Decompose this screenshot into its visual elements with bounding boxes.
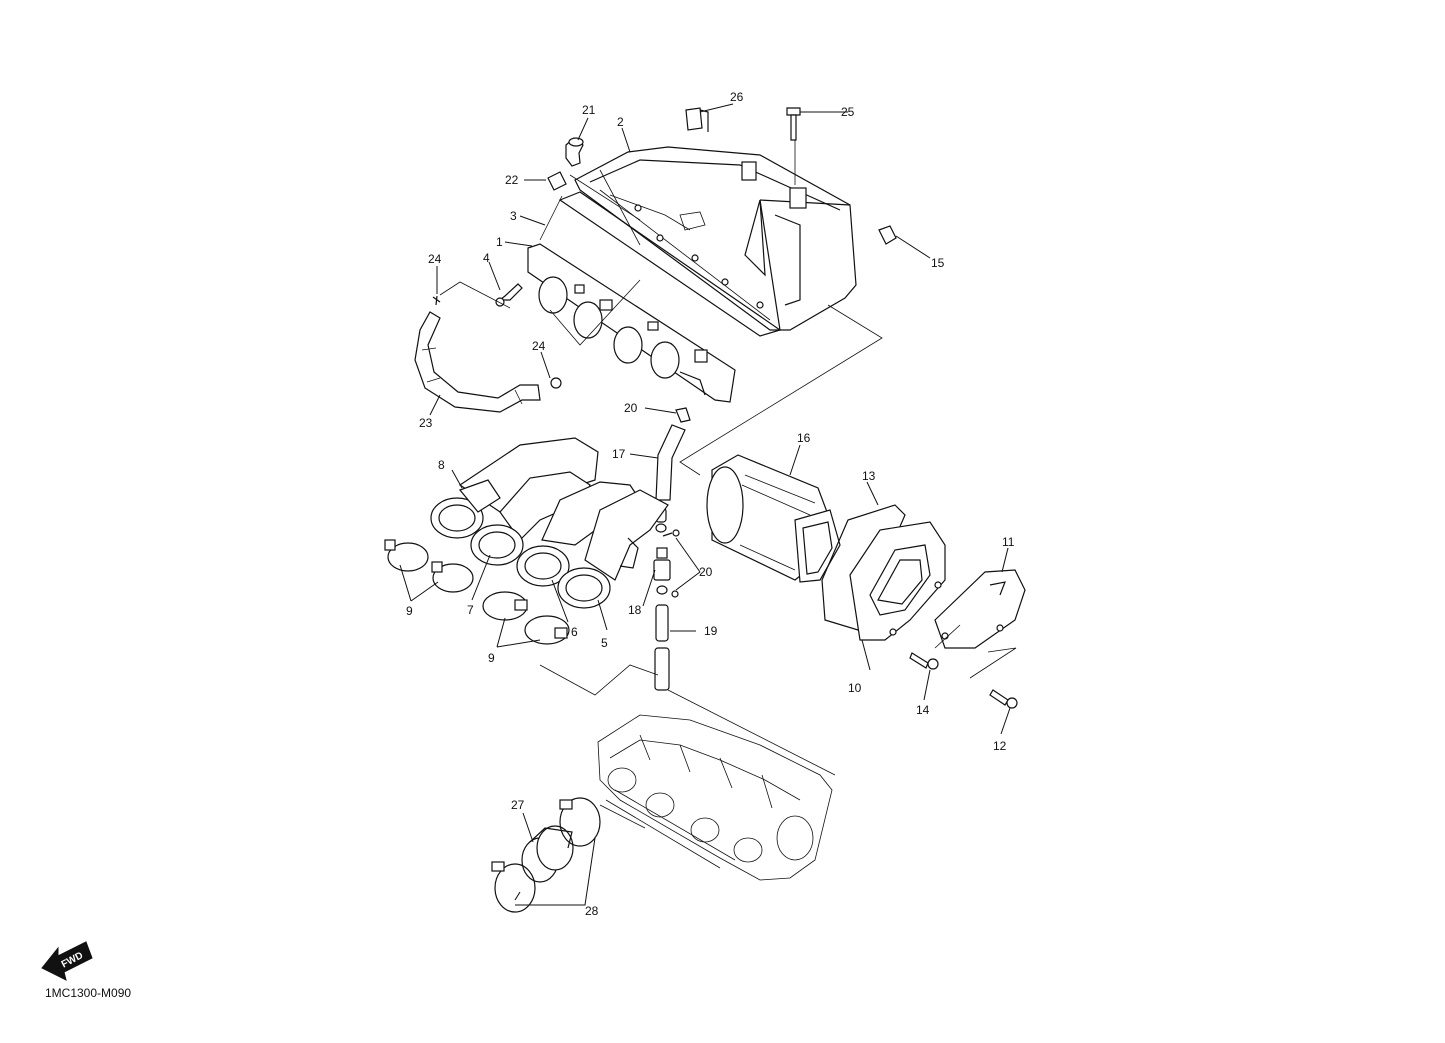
callout-3: 3 [510, 209, 517, 223]
callout-labels: 1 2 3 4 5 6 7 8 9 9 10 11 12 13 14 15 16… [406, 90, 1015, 918]
callout-13: 13 [862, 469, 876, 483]
callout-6: 6 [571, 625, 578, 639]
callout-27: 27 [511, 798, 525, 812]
hose-clamp-9-upper[interactable] [384, 539, 474, 593]
callout-1: 1 [496, 235, 503, 249]
clip-24-upper[interactable] [432, 295, 441, 306]
screw-12[interactable] [989, 689, 1018, 709]
callout-14: 14 [916, 703, 930, 717]
air-filter-cover-10[interactable] [849, 521, 946, 641]
callout-2: 2 [617, 115, 624, 129]
callout-10: 10 [848, 681, 862, 695]
air-funnel-5[interactable] [557, 489, 669, 609]
air-filter-element-16[interactable] [706, 454, 841, 583]
callout-7: 7 [467, 603, 474, 617]
callout-15: 15 [931, 256, 945, 270]
forward-arrow-icon: FWD [41, 941, 93, 981]
screw-20-upper[interactable] [675, 407, 691, 423]
callout-21: 21 [582, 103, 596, 117]
callout-16: 16 [797, 431, 811, 445]
air-box-case[interactable] [574, 146, 857, 331]
hose-clamp-28[interactable] [491, 797, 601, 913]
clip-24-lower[interactable] [550, 377, 562, 389]
callout-5: 5 [601, 636, 608, 650]
assembly-lines [439, 140, 1017, 829]
callout-20-upper: 20 [624, 401, 638, 415]
diagram-code: 1MC1300-M090 [45, 986, 131, 1000]
air-funnel-7[interactable] [470, 471, 591, 566]
clip-20-lower[interactable] [662, 529, 680, 598]
callout-9-lower: 9 [488, 651, 495, 665]
gasket[interactable] [558, 191, 782, 337]
callout-17: 17 [612, 447, 626, 461]
callout-24-upper: 24 [428, 252, 442, 266]
air-funnel-6[interactable] [516, 481, 641, 587]
callout-25: 25 [841, 105, 855, 119]
callout-18: 18 [628, 603, 642, 617]
callout-22: 22 [505, 173, 519, 187]
callout-23: 23 [419, 416, 433, 430]
callout-11: 11 [1002, 535, 1015, 549]
callout-12: 12 [993, 739, 1007, 753]
side-cover-11[interactable] [934, 569, 1026, 649]
carburetor-joint-27[interactable] [521, 825, 574, 883]
cylinder-head-outline [597, 714, 833, 881]
holder-26[interactable] [685, 107, 709, 132]
screw-4[interactable] [495, 283, 523, 307]
bolt-25[interactable] [786, 107, 801, 141]
nut-15[interactable] [878, 225, 897, 245]
clamp-22[interactable] [547, 171, 567, 191]
callout-20-lower: 20 [699, 565, 713, 579]
elbow-fitting-21[interactable] [565, 137, 584, 167]
screw-14[interactable] [909, 652, 939, 670]
callout-8: 8 [438, 458, 445, 472]
callout-19: 19 [704, 624, 718, 638]
callout-9-upper: 9 [406, 604, 413, 618]
leader-lines [399, 103, 1011, 906]
callout-4: 4 [483, 251, 490, 265]
hose-19[interactable] [654, 604, 670, 691]
callout-26: 26 [730, 90, 744, 104]
callout-24-lower: 24 [532, 339, 546, 353]
breather-hose-23[interactable] [414, 311, 541, 413]
hose-clamp-9-lower[interactable] [482, 591, 570, 645]
callout-28: 28 [585, 904, 599, 918]
